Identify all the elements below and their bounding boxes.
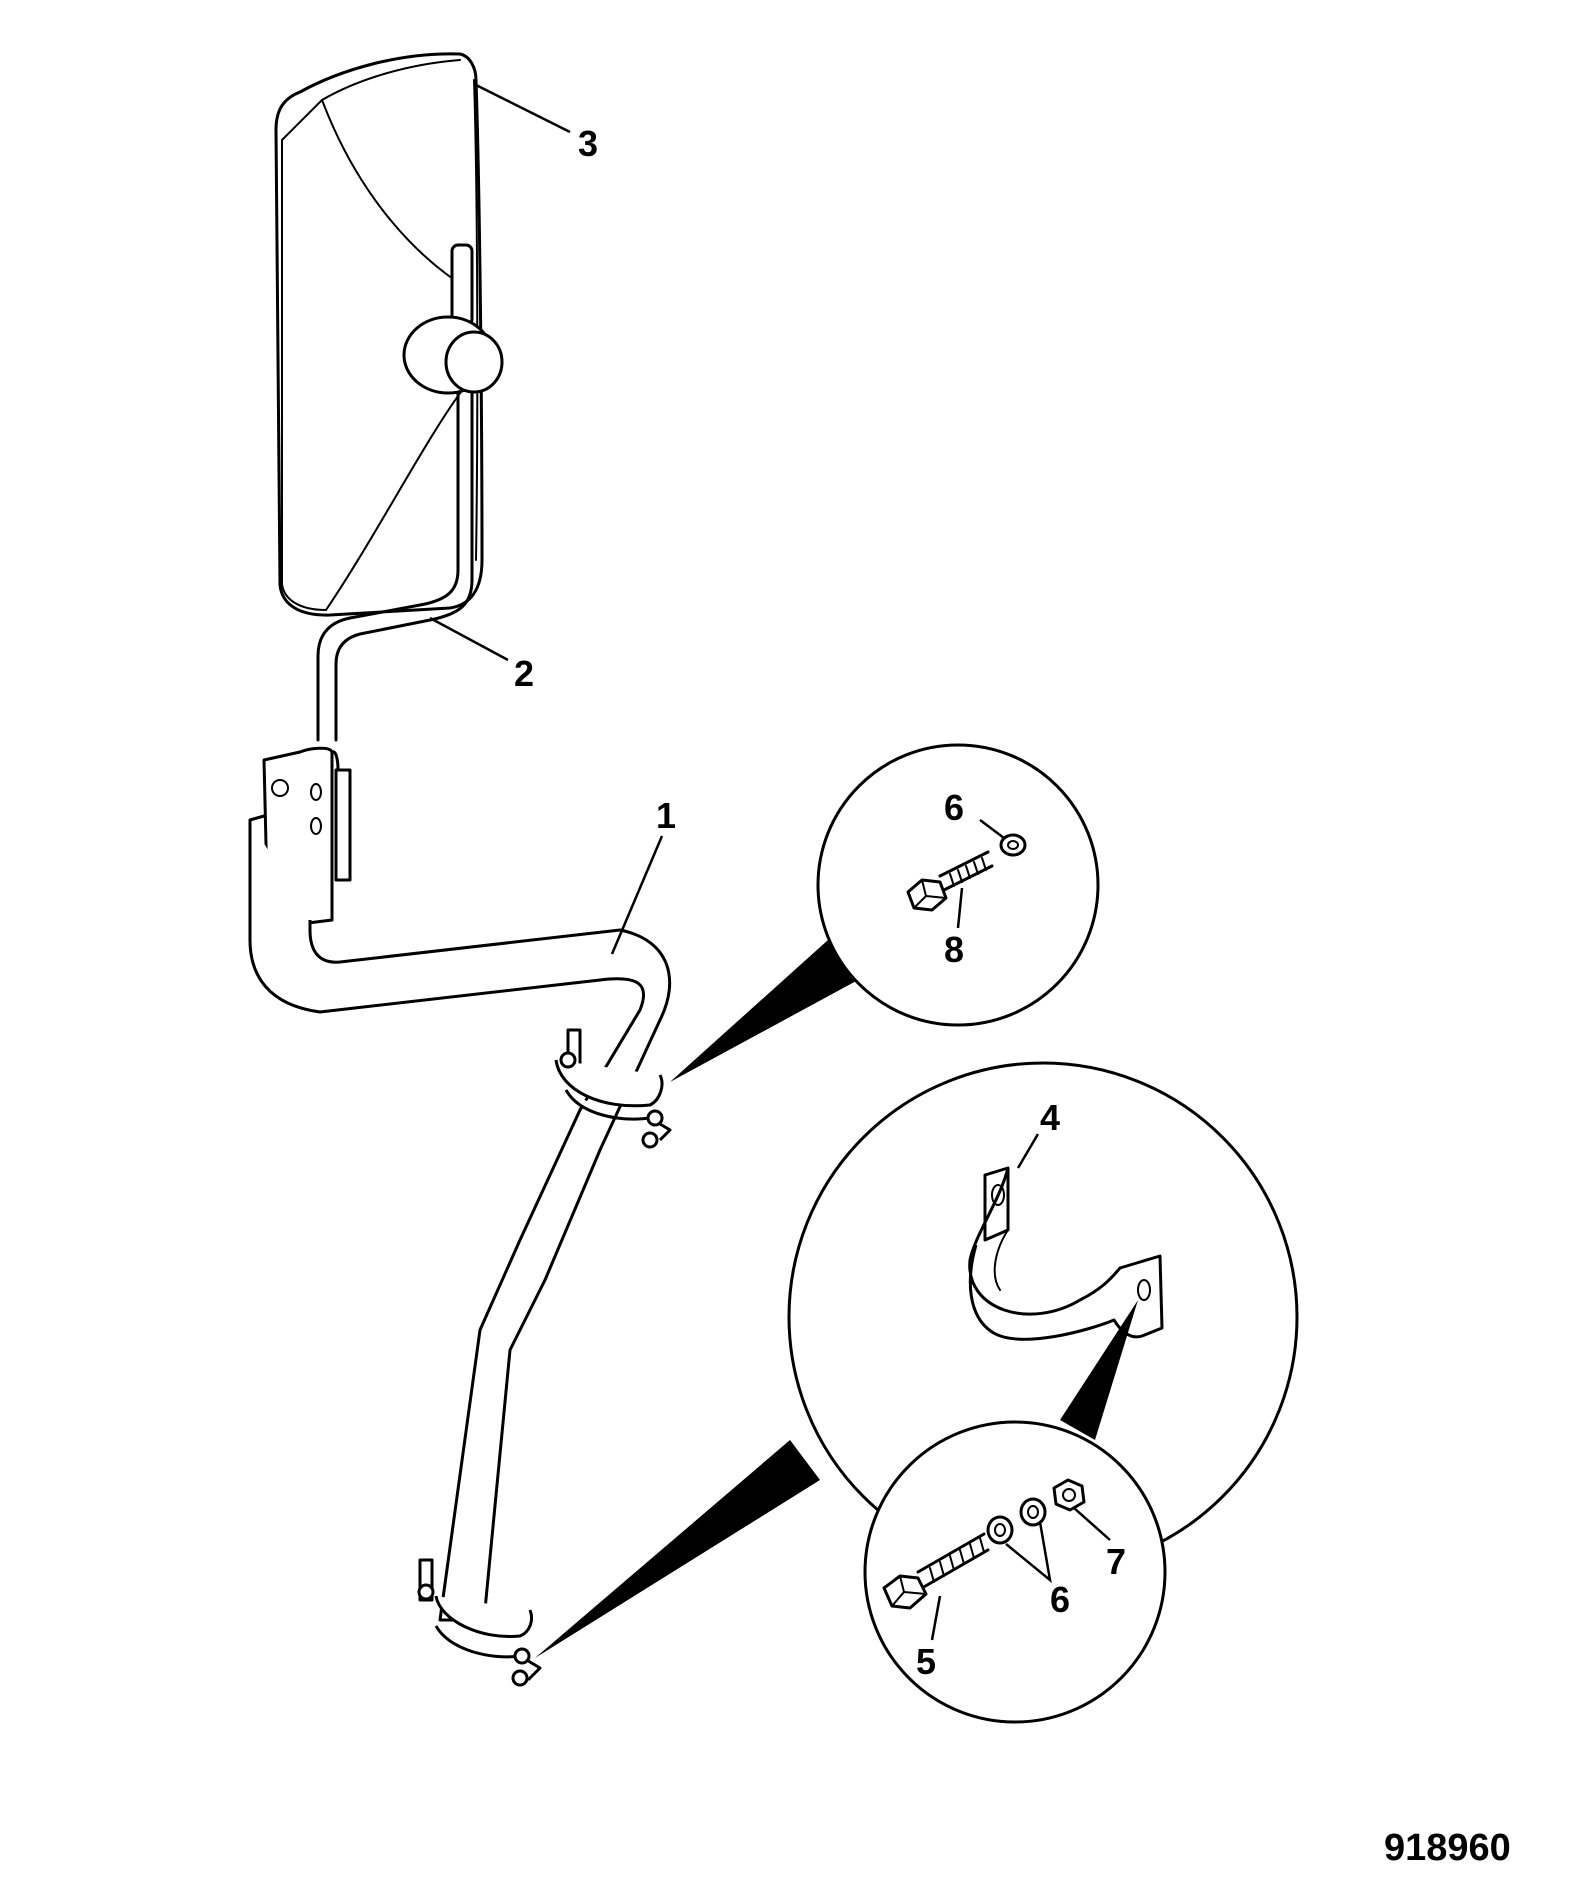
callouts: 3 2 1 6 8 4 7 6 5 [514, 123, 1126, 1682]
upper-clamp [554, 1028, 672, 1149]
detail-circle-lower [535, 1061, 1299, 1658]
drawing-reference-number: 918960 [1384, 1827, 1511, 1869]
main-arm [248, 820, 672, 1622]
callout-7: 7 [1106, 1541, 1126, 1582]
callout-5: 5 [916, 1641, 936, 1682]
callout-1: 1 [656, 795, 676, 836]
callout-6-upper: 6 [944, 787, 964, 828]
lower-clamp [417, 1558, 542, 1687]
callout-2: 2 [514, 653, 534, 694]
callout-8: 8 [944, 929, 964, 970]
callout-4: 4 [1040, 1097, 1060, 1138]
detail-circle-hardware [863, 1420, 1167, 1724]
callout-6-lower: 6 [1050, 1579, 1070, 1620]
leader-lines [429, 82, 1111, 1641]
callout-3: 3 [578, 123, 598, 164]
detail-circle-upper [670, 743, 1100, 1082]
mirror-stem [316, 243, 504, 742]
